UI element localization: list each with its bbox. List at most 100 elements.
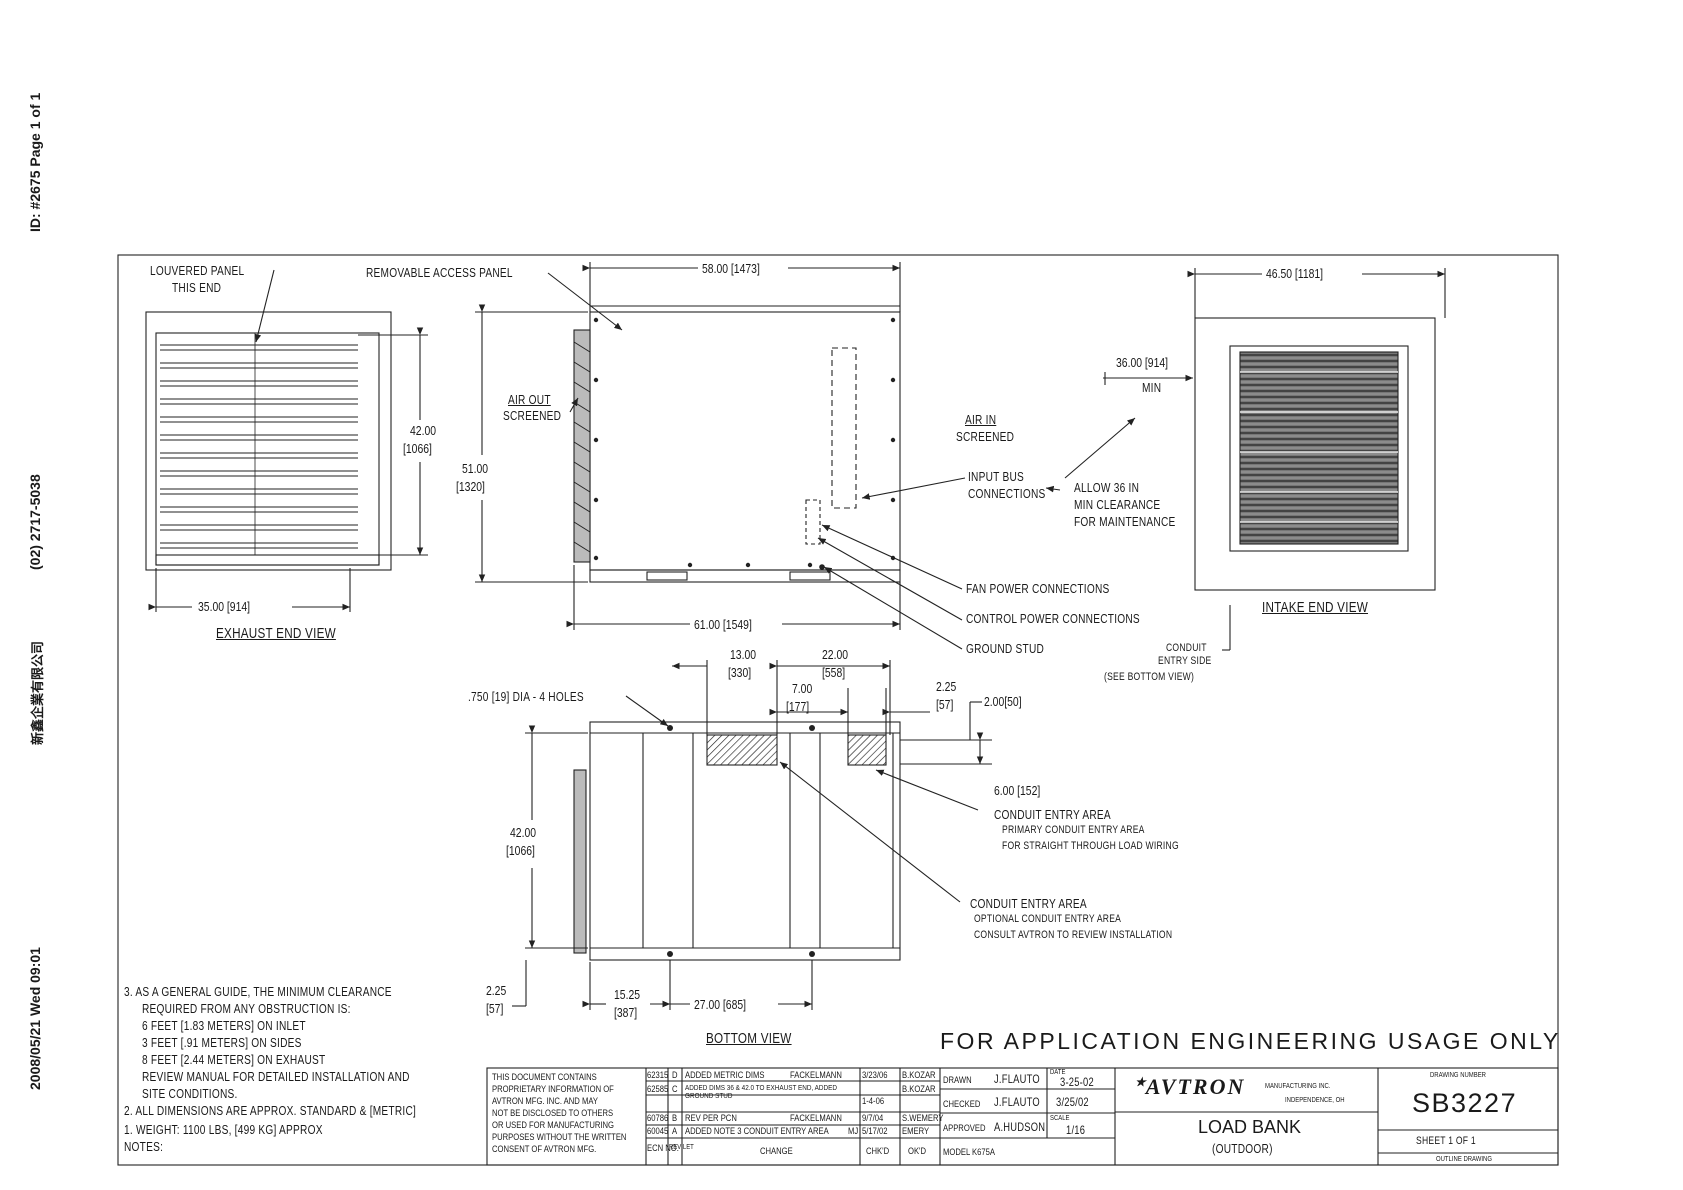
input-bus-connections: CONNECTIONS	[968, 486, 1046, 501]
drawn-by: J.FLAUTO	[994, 1072, 1040, 1086]
rev-row-ecn: 60786	[647, 1113, 669, 1123]
holes-label: .750 [19] DIA - 4 HOLES	[468, 689, 584, 704]
avtron-logo: ★AVTRON	[1135, 1076, 1245, 1098]
side-height-dim: 51.00	[462, 461, 489, 476]
rev-row-ecn: 62585	[647, 1084, 669, 1094]
note-2: 2. ALL DIMENSIONS ARE APPROX. STANDARD &…	[124, 1103, 417, 1118]
dim-22-metric: [558]	[822, 665, 846, 680]
rev-row-ecn: 60045	[647, 1126, 669, 1136]
exhaust-width-dim: 35.00 [914]	[198, 599, 251, 614]
dim-2-25-metric: [57]	[936, 697, 954, 712]
conduit-entry-side-label-3: (SEE BOTTOM VIEW)	[1104, 671, 1195, 683]
rev-row-ok: EMERY	[902, 1126, 930, 1136]
side-bottom-dim: 61.00 [1549]	[694, 617, 752, 632]
checked-date: 3/25/02	[1056, 1095, 1089, 1109]
rev-row-change: ADDED METRIC DIMS	[685, 1070, 765, 1080]
proprietary-notice: THIS DOCUMENT CONTAINS	[492, 1072, 597, 1082]
rev-row-ok: B.KOZAR	[902, 1084, 936, 1094]
rev-row-date: 3/23/06	[862, 1070, 888, 1080]
bottom-height-dim: 42.00	[510, 825, 537, 840]
rev-row-ok: B.KOZAR	[902, 1070, 936, 1080]
proprietary-notice-6: PURPOSES WITHOUT THE WRITTEN	[492, 1132, 627, 1142]
primary-conduit-label-2: PRIMARY CONDUIT ENTRY AREA	[1002, 824, 1145, 836]
proprietary-notice-4: NOT BE DISCLOSED TO OTHERS	[492, 1108, 614, 1118]
drawing-number: SB3227	[1412, 1088, 1518, 1118]
side-top-dim: 58.00 [1473]	[702, 261, 760, 276]
exhaust-end-view-title: EXHAUST END VIEW	[216, 625, 336, 642]
optional-conduit-label-3: CONSULT AVTRON TO REVIEW INSTALLATION	[974, 929, 1173, 941]
air-out-screened: SCREENED	[503, 408, 562, 423]
dim-7-metric: [177]	[786, 699, 810, 714]
note-1: 1. WEIGHT: 1100 LBS, [499 KG] APPROX	[124, 1122, 323, 1137]
primary-conduit-label: CONDUIT ENTRY AREA	[994, 807, 1111, 822]
proprietary-notice-3: AVTRON MFG. INC. AND MAY	[492, 1096, 598, 1106]
air-in-screened: SCREENED	[956, 429, 1015, 444]
date-label: DATE	[1050, 1069, 1066, 1076]
rev-row-ecn: 62315	[647, 1070, 669, 1080]
note-3-line-4: 3 FEET [.91 METERS] ON SIDES	[142, 1035, 302, 1050]
fan-power-label: FAN POWER CONNECTIONS	[966, 581, 1110, 596]
bottom-height-dim-metric: [1066]	[506, 843, 535, 858]
col-chkd-header: CHK'D	[866, 1146, 890, 1156]
dim-6: 6.00 [152]	[994, 783, 1041, 798]
exhaust-height-dim-metric: [1066]	[403, 441, 432, 456]
rev-row-rev: C	[672, 1084, 678, 1094]
rev-row-rev: B	[672, 1113, 678, 1123]
rev-row-date: 9/7/04	[862, 1113, 884, 1123]
ground-stud-label: GROUND STUD	[966, 641, 1045, 656]
air-in-label: AIR IN	[965, 412, 997, 427]
rev-row-rev: A	[672, 1126, 678, 1136]
logo-company-name: AVTRON	[1145, 1074, 1246, 1099]
side-height-dim-metric: [1320]	[456, 479, 485, 494]
allow-clearance-label: ALLOW 36 IN	[1074, 480, 1140, 495]
air-out-label: AIR OUT	[508, 392, 551, 407]
proprietary-notice-5: OR USED FOR MANUFACTURING	[492, 1120, 614, 1130]
intake-end-view-title: INTAKE END VIEW	[1262, 599, 1369, 616]
drawing-number-label: DRAWING NUMBER	[1430, 1072, 1486, 1079]
rev-row-ok: S.WEMERY	[902, 1113, 944, 1123]
notes-heading: NOTES:	[124, 1139, 164, 1154]
access-panel-label: REMOVABLE ACCESS PANEL	[366, 265, 513, 280]
col-rev-header: REV LET	[669, 1144, 694, 1151]
rev-row-date: 1-4-06	[862, 1096, 885, 1106]
product-title: LOAD BANK	[1198, 1117, 1302, 1137]
dim-2-25: 2.25	[936, 679, 957, 694]
rev-row-change: REV PER PCN	[685, 1113, 737, 1123]
intake-top-dim: 46.50 [1181]	[1266, 266, 1324, 281]
note-3-line-5: 8 FEET [2.44 METERS] ON EXHAUST	[142, 1052, 326, 1067]
optional-conduit-label-2: OPTIONAL CONDUIT ENTRY AREA	[974, 913, 1122, 925]
drawn-label: DRAWN	[943, 1075, 972, 1085]
exhaust-height-dim: 42.00	[410, 423, 437, 438]
dim-13-metric: [330]	[728, 665, 752, 680]
dim-15-25: 15.25	[614, 987, 641, 1002]
logo-star-icon: ★	[1135, 1075, 1146, 1089]
rev-row-by: MJ	[848, 1126, 859, 1136]
intake-clearance-dim: 36.00 [914]	[1116, 355, 1169, 370]
optional-conduit-label: CONDUIT ENTRY AREA	[970, 896, 1087, 911]
sheet-number: SHEET 1 OF 1	[1416, 1135, 1476, 1147]
rev-row-change: ADDED NOTE 3 CONDUIT ENTRY AREA	[685, 1126, 829, 1136]
intake-clearance-min: MIN	[1142, 380, 1162, 395]
col-ecn-header: ECN NO.	[647, 1143, 679, 1153]
note-3-line-7: SITE CONDITIONS.	[142, 1086, 238, 1101]
rev-row-by: FACKELMANN	[790, 1070, 842, 1080]
rev-row-date: 5/17/02	[862, 1126, 888, 1136]
allow-clearance-label-2: MIN CLEARANCE	[1074, 497, 1161, 512]
proprietary-notice-7: CONSENT OF AVTRON MFG.	[492, 1144, 597, 1154]
rev-row-change: ADDED DIMS 36 & 42.0 TO EXHAUST END, ADD…	[685, 1083, 837, 1100]
louvered-panel-label-2: THIS END	[172, 280, 222, 295]
dim-bottom-left-metric: [57]	[486, 1001, 504, 1016]
drawn-date: 3-25-02	[1060, 1075, 1094, 1089]
rev-row-rev: D	[672, 1070, 678, 1080]
control-power-label: CONTROL POWER CONNECTIONS	[966, 611, 1140, 626]
company-sub: MANUFACTURING INC.	[1265, 1083, 1331, 1090]
dim-15-25-metric: [387]	[614, 1005, 638, 1020]
company-sub-2: INDEPENDENCE, OH	[1285, 1097, 1345, 1104]
approved-label: APPROVED	[943, 1123, 986, 1133]
allow-clearance-label-3: FOR MAINTENANCE	[1074, 514, 1176, 529]
dim-bottom-left: 2.25	[486, 983, 507, 998]
dim-2: 2.00[50]	[984, 694, 1022, 709]
note-3-line-2: REQUIRED FROM ANY OBSTRUCTION IS:	[142, 1001, 351, 1016]
checked-label: CHECKED	[943, 1099, 981, 1109]
